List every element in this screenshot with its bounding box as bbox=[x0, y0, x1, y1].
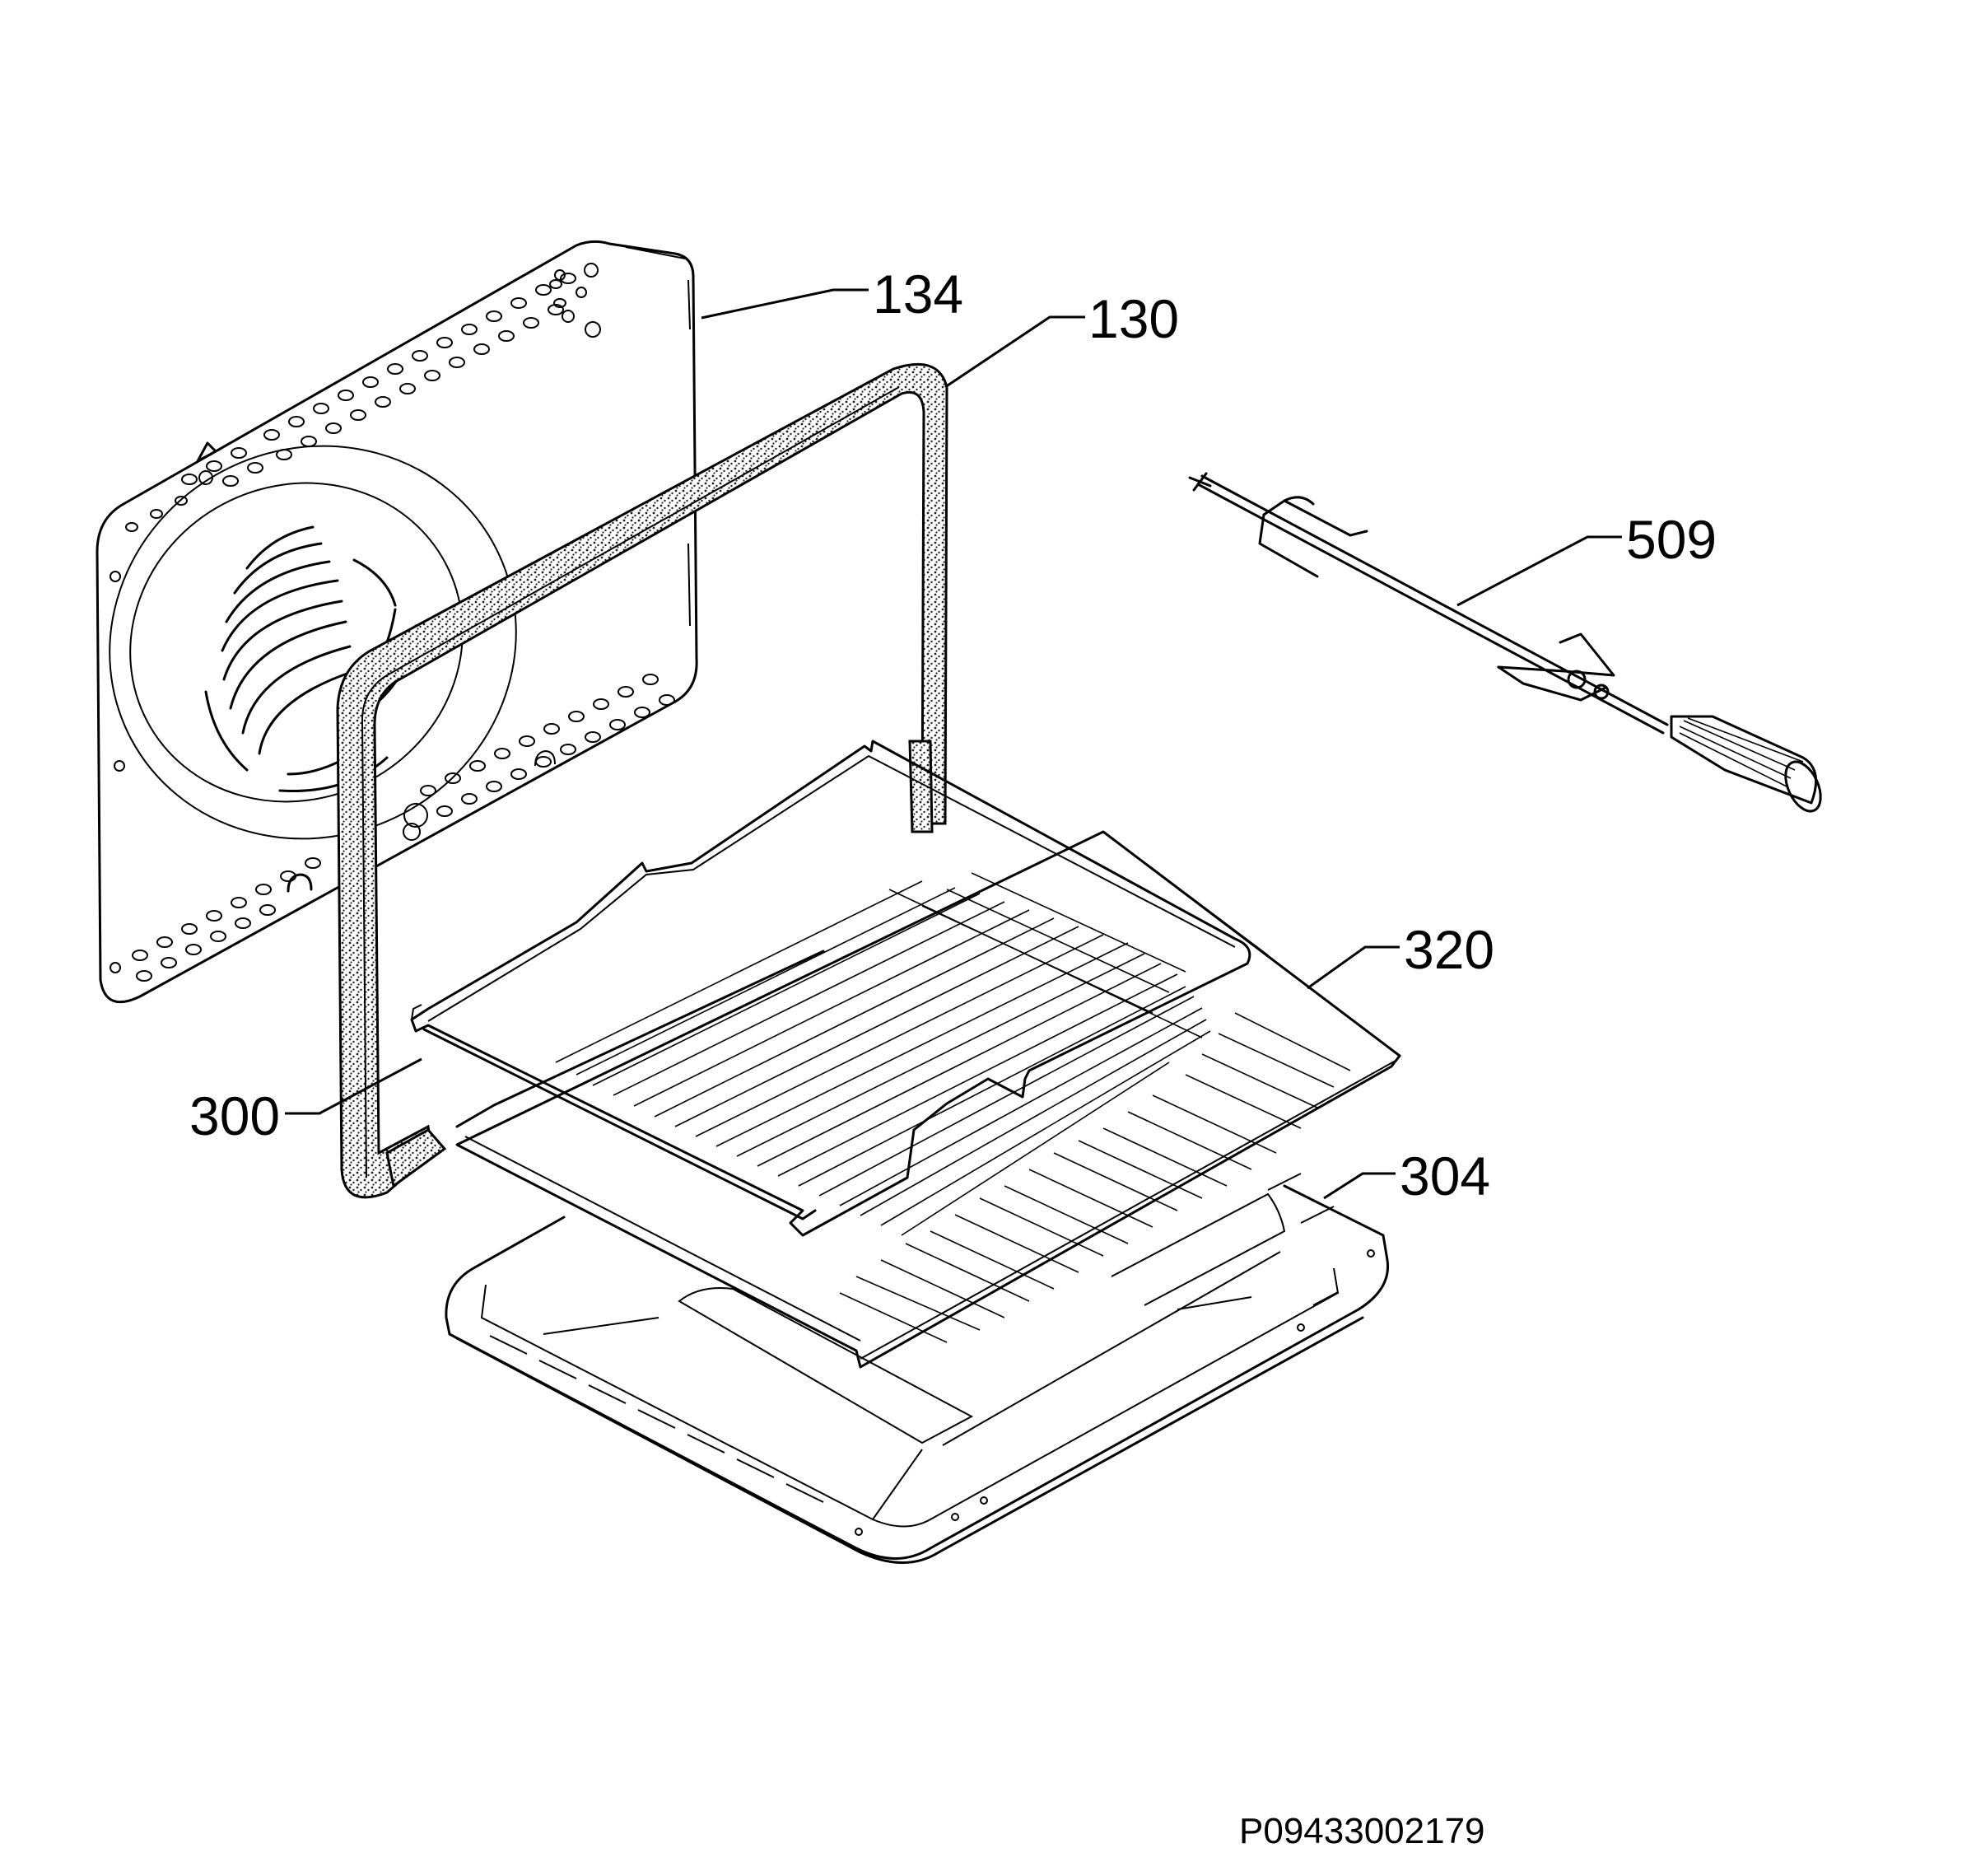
rotisserie-spit bbox=[1188, 472, 1822, 813]
leader-320 bbox=[1307, 945, 1400, 990]
baking-tray bbox=[455, 830, 1401, 1369]
label-130: 130 bbox=[1088, 288, 1179, 349]
label-300: 300 bbox=[189, 1085, 280, 1146]
side-wall-holes bbox=[403, 674, 675, 841]
leader-304 bbox=[1323, 1172, 1396, 1200]
wire-shelf-rods bbox=[555, 880, 1211, 1236]
leader-lines bbox=[285, 288, 1622, 1200]
label-509: 509 bbox=[1626, 509, 1717, 570]
spit-handle-grip bbox=[1679, 717, 1804, 787]
label-320: 320 bbox=[1404, 919, 1494, 980]
perforation-holes bbox=[110, 263, 601, 982]
leader-300 bbox=[285, 1057, 422, 1115]
door-seal bbox=[336, 362, 948, 1199]
baking-tray-ribs bbox=[839, 872, 1351, 1343]
document-code: P09433002179 bbox=[1239, 1811, 1485, 1851]
drip-pan-vents bbox=[489, 1173, 1375, 1536]
wire-shelf bbox=[410, 740, 1251, 1237]
leader-130 bbox=[944, 315, 1085, 389]
drip-pan bbox=[445, 1173, 1390, 1564]
leader-509 bbox=[1456, 535, 1622, 607]
leader-134 bbox=[701, 288, 869, 320]
label-304: 304 bbox=[1400, 1146, 1490, 1206]
label-134: 134 bbox=[873, 264, 963, 324]
